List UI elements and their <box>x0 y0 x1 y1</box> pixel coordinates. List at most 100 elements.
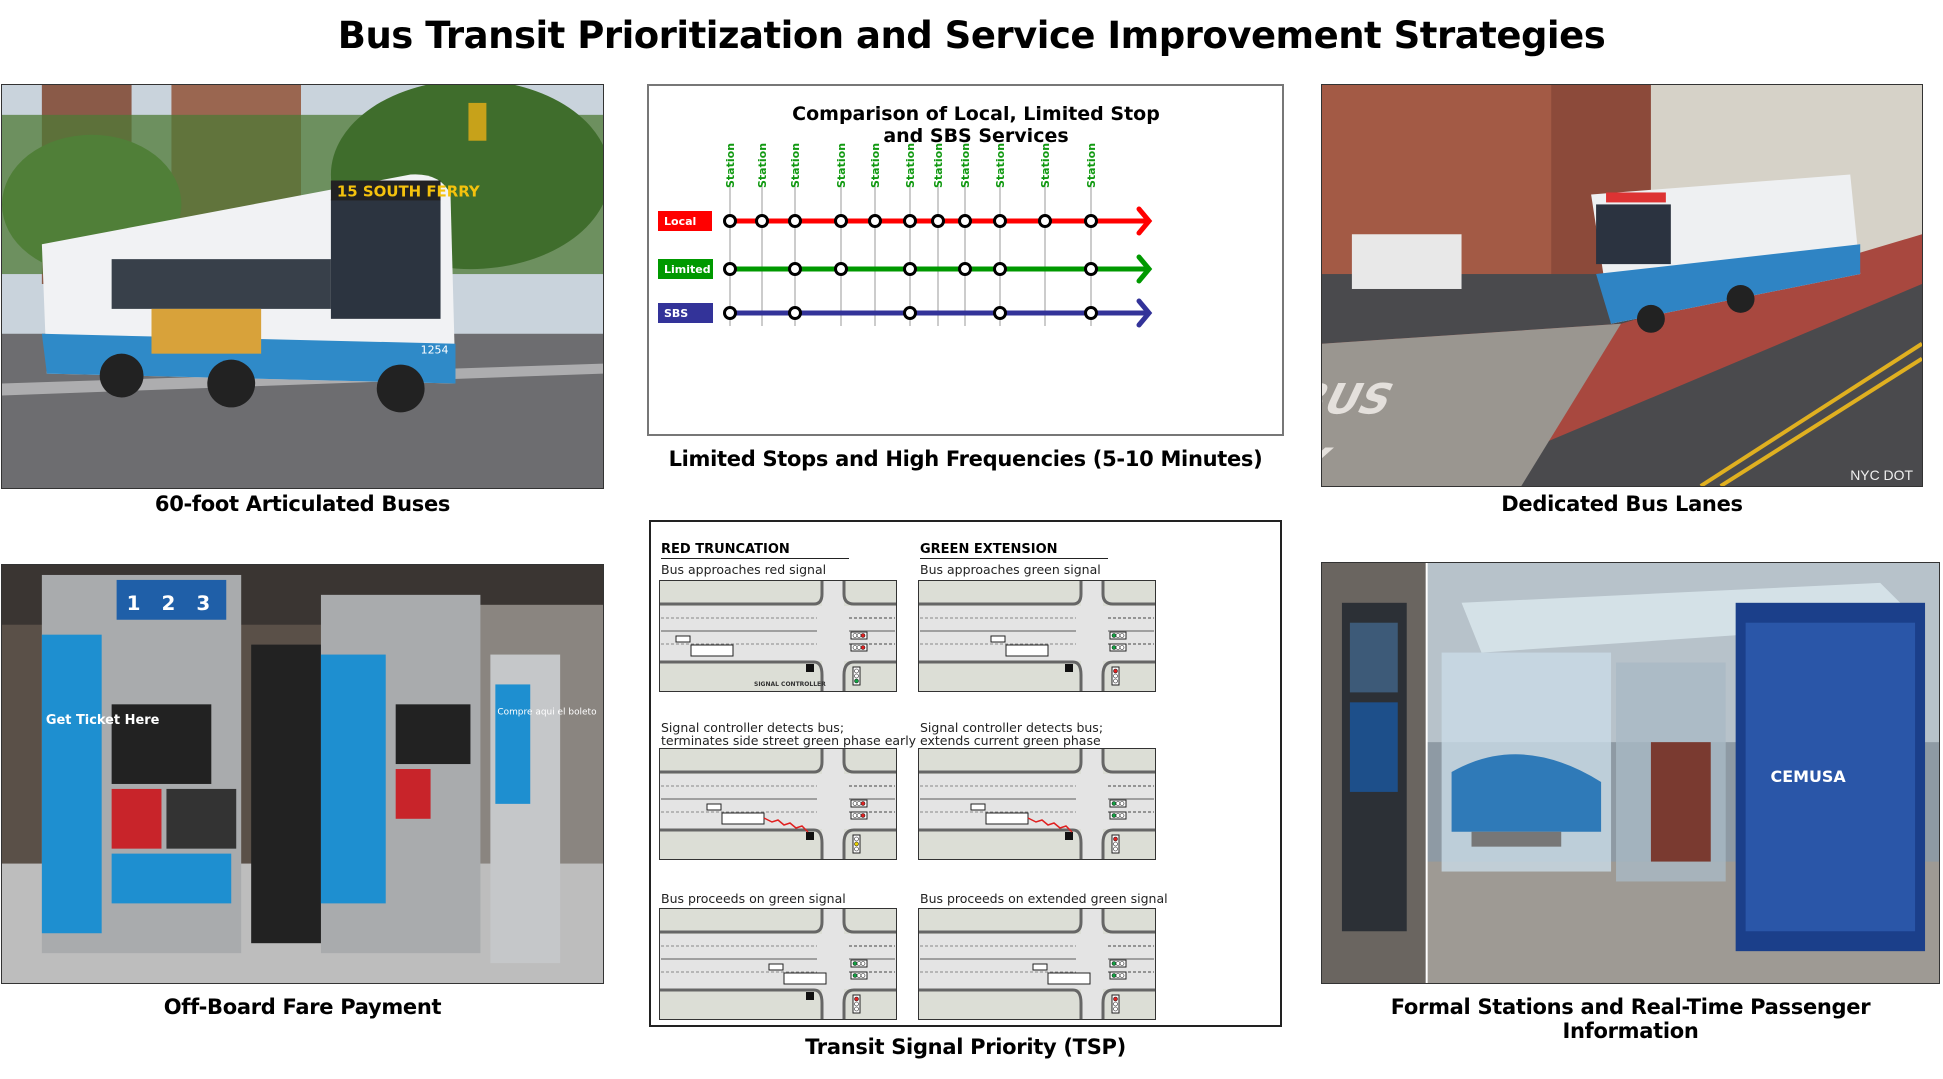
main-signal-icon <box>850 643 868 652</box>
tsp-panel-left-2 <box>659 748 897 860</box>
service-label-box <box>658 211 712 231</box>
stop-marker <box>1084 214 1098 228</box>
stop-marker <box>993 306 1007 320</box>
signal-controller-icon <box>1065 664 1073 672</box>
main-signal-icon <box>850 811 868 820</box>
service-arrow <box>1136 298 1153 328</box>
bus-icon <box>783 972 827 985</box>
station-label: Station <box>789 143 802 188</box>
car-icon <box>706 803 722 811</box>
main-signal-icon <box>1109 643 1127 652</box>
main-signal-icon <box>850 971 868 980</box>
diagram-title-line2: and SBS Services <box>883 125 1068 147</box>
car-icon <box>970 803 986 811</box>
service-label: SBS <box>664 307 688 320</box>
get-ticket-text: Get Ticket Here <box>46 713 160 728</box>
stop-marker <box>958 262 972 276</box>
station-comparison-svg: Comparison of Local, Limited Stop and SB… <box>658 103 1160 328</box>
stop-marker <box>931 214 945 228</box>
service-label-box <box>658 303 713 323</box>
stop-marker <box>788 306 802 320</box>
main-signal-icon <box>1109 811 1127 820</box>
stop-marker <box>903 262 917 276</box>
main-signal-icon <box>1109 959 1127 968</box>
caption-formal-stations: Formal Stations and Real-Time Passenger … <box>1390 995 1871 1043</box>
stop-marker <box>723 262 737 276</box>
cemusa-brand: CEMUSA <box>1771 767 1847 786</box>
station-label: Station <box>1085 143 1098 188</box>
station-label: Station <box>932 143 945 188</box>
car-icon <box>990 635 1006 643</box>
tsp-panel-left-3 <box>659 908 897 1020</box>
signal-controller-label: SIGNAL CONTROLLER <box>754 681 826 688</box>
step-1: 1 <box>127 592 141 615</box>
station-label: Station <box>835 143 848 188</box>
side-signal-icon <box>1111 994 1120 1014</box>
stop-marker <box>834 262 848 276</box>
main-signal-icon <box>850 799 868 808</box>
diagram-title-line1: Comparison of Local, Limited Stop <box>792 103 1160 125</box>
stop-marker <box>1084 262 1098 276</box>
side-signal-icon <box>852 834 861 854</box>
stop-marker <box>723 306 737 320</box>
station-comparison-diagram: Comparison of Local, Limited Stop and SB… <box>647 84 1284 436</box>
stop-marker <box>755 214 769 228</box>
compre-text: Compre aqui el boleto <box>497 707 596 717</box>
service-arrow <box>1136 254 1153 284</box>
signal-controller-icon <box>806 664 814 672</box>
car-icon <box>1032 963 1048 971</box>
stop-marker <box>1038 214 1052 228</box>
formal-station-photo: CEMUSA <box>1321 562 1940 984</box>
stop-marker <box>993 214 1007 228</box>
side-signal-icon <box>852 666 861 686</box>
transit-signal-priority-diagram: RED TRUNCATION GREEN EXTENSION Bus appro… <box>649 520 1282 1027</box>
page-title: Bus Transit Prioritization and Service I… <box>337 14 1606 57</box>
station-label: Station <box>959 143 972 188</box>
bus-icon <box>721 812 765 825</box>
main-signal-icon <box>1109 631 1127 640</box>
service-label-box <box>658 259 713 279</box>
stop-marker <box>834 214 848 228</box>
red-truncation-heading: RED TRUNCATION <box>661 542 849 559</box>
off-board-fare-photo: 1 2 3 Get Ticket Here Compre aqui el bol… <box>1 564 604 984</box>
tsp-left-step2-label2: terminates side street green phase early <box>661 733 917 748</box>
step-2: 2 <box>161 592 175 615</box>
caption-off-board-fare: Off-Board Fare Payment <box>163 995 442 1019</box>
stop-marker <box>723 214 737 228</box>
service-arrow <box>1136 206 1153 236</box>
bus-icon <box>690 644 734 657</box>
station-label: Station <box>724 143 737 188</box>
nyc-dot-watermark: NYC DOT <box>1850 467 1913 483</box>
detection-signal <box>763 817 809 833</box>
tsp-left-step1-label: Bus approaches red signal <box>661 562 827 577</box>
signal-controller-icon <box>1065 832 1073 840</box>
stop-marker <box>993 262 1007 276</box>
station-label: Station <box>1039 143 1052 188</box>
green-extension-heading: GREEN EXTENSION <box>920 542 1108 559</box>
stop-marker <box>788 214 802 228</box>
service-label: Limited <box>664 263 711 276</box>
articulated-bus-photo: 15 SOUTH FERRY 1254 <box>1 84 604 489</box>
main-signal-icon <box>850 631 868 640</box>
car-icon <box>675 635 691 643</box>
stop-marker <box>903 214 917 228</box>
side-signal-icon <box>1111 666 1120 686</box>
tsp-left-step3-label: Bus proceeds on green signal <box>661 891 846 906</box>
station-label: Station <box>904 143 917 188</box>
bus-icon <box>985 812 1029 825</box>
caption-limited-stops: Limited Stops and High Frequencies (5-10… <box>668 447 1263 471</box>
signal-controller-icon <box>806 992 814 1000</box>
caption-articulated-buses: 60-foot Articulated Buses <box>154 492 451 516</box>
dedicated-bus-lane-photo: BUS ONLY NYC DOT <box>1321 84 1923 487</box>
destination-sign: 15 SOUTH FERRY <box>337 182 480 200</box>
main-signal-icon <box>1109 971 1127 980</box>
station-label: Station <box>756 143 769 188</box>
signal-controller-icon <box>806 832 814 840</box>
car-icon <box>768 963 784 971</box>
tsp-right-step3-label: Bus proceeds on extended green signal <box>920 891 1168 906</box>
main-signal-icon <box>1109 799 1127 808</box>
service-label: Local <box>664 215 696 228</box>
side-signal-icon <box>852 994 861 1014</box>
detection-signal <box>1027 817 1073 833</box>
stop-marker <box>958 214 972 228</box>
